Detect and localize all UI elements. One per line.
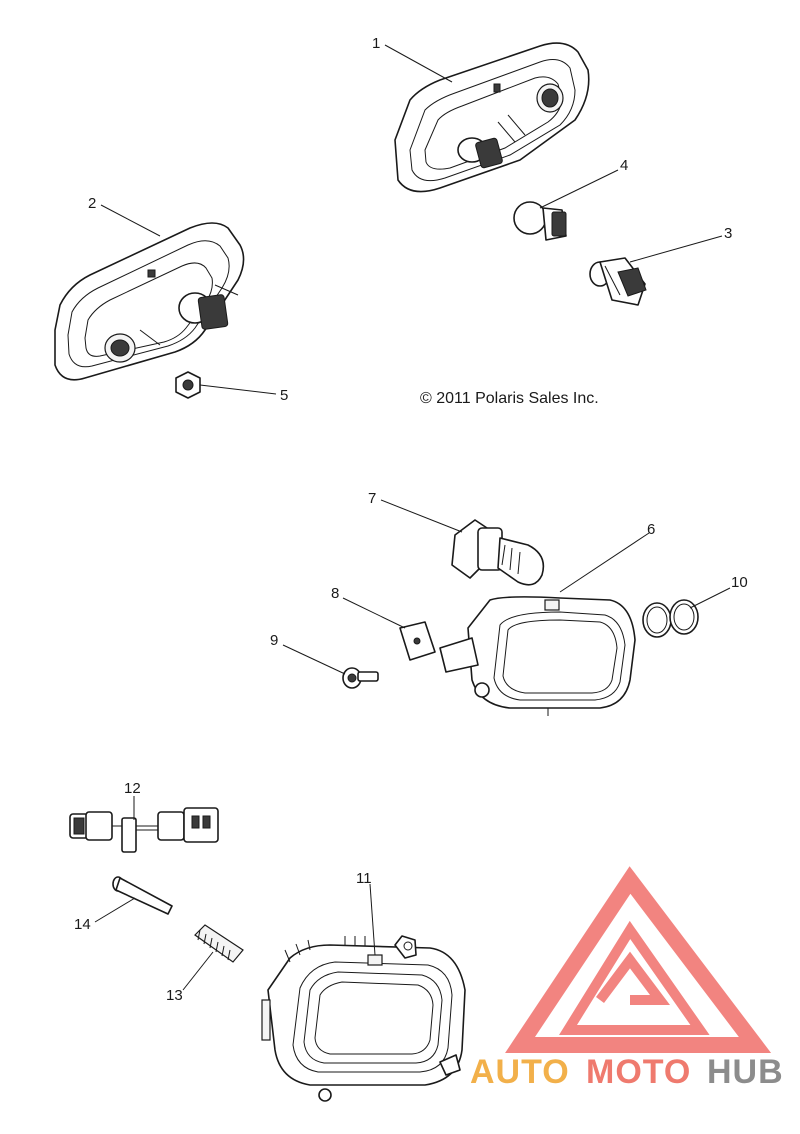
watermark-moto: MOTO [586,1053,691,1091]
leader-lines [94,44,731,991]
callout-8: 8 [331,585,339,602]
part-2-tail-lamp-left [54,222,245,381]
callout-7: 7 [368,490,376,507]
part-8-clip [399,621,436,661]
watermark-logo-icon [505,866,772,1053]
callout-2: 2 [88,195,96,212]
callout-numbers: 1 2 3 4 5 6 7 8 9 10 11 12 13 14 [74,35,748,1004]
callout-4: 4 [620,157,628,174]
part-4-wedge-bulb [513,201,567,241]
watermark-brand: AUTO MOTO HUB [470,1053,784,1091]
part-5-nut [175,371,201,399]
callout-1: 1 [372,35,380,52]
callout-6: 6 [647,521,655,538]
part-11-headlamp-assembly [261,935,466,1102]
callout-5: 5 [280,387,288,404]
part-13-spring [194,924,244,963]
part-1-tail-lamp-right [394,42,590,193]
callout-10: 10 [731,574,748,591]
part-14-pin [112,876,173,915]
heatsink-fins-icon [284,936,366,963]
callout-11: 11 [356,870,372,887]
callout-3: 3 [724,225,732,242]
callout-9: 9 [270,632,278,649]
callout-13: 13 [166,987,183,1004]
part-9-screw [342,667,379,689]
watermark-hub: HUB [707,1053,784,1091]
part-3-bulb-socket [589,257,647,306]
part-7-headlamp-bulb [451,519,545,586]
callout-12: 12 [124,780,141,797]
part-6-headlamp-housing [439,596,636,716]
part-12-wire-harness [69,807,219,853]
callout-14: 14 [74,916,91,933]
copyright-notice: © 2011 Polaris Sales Inc. [420,390,599,407]
part-10-o-rings [642,599,699,638]
watermark-auto: AUTO [470,1053,570,1091]
